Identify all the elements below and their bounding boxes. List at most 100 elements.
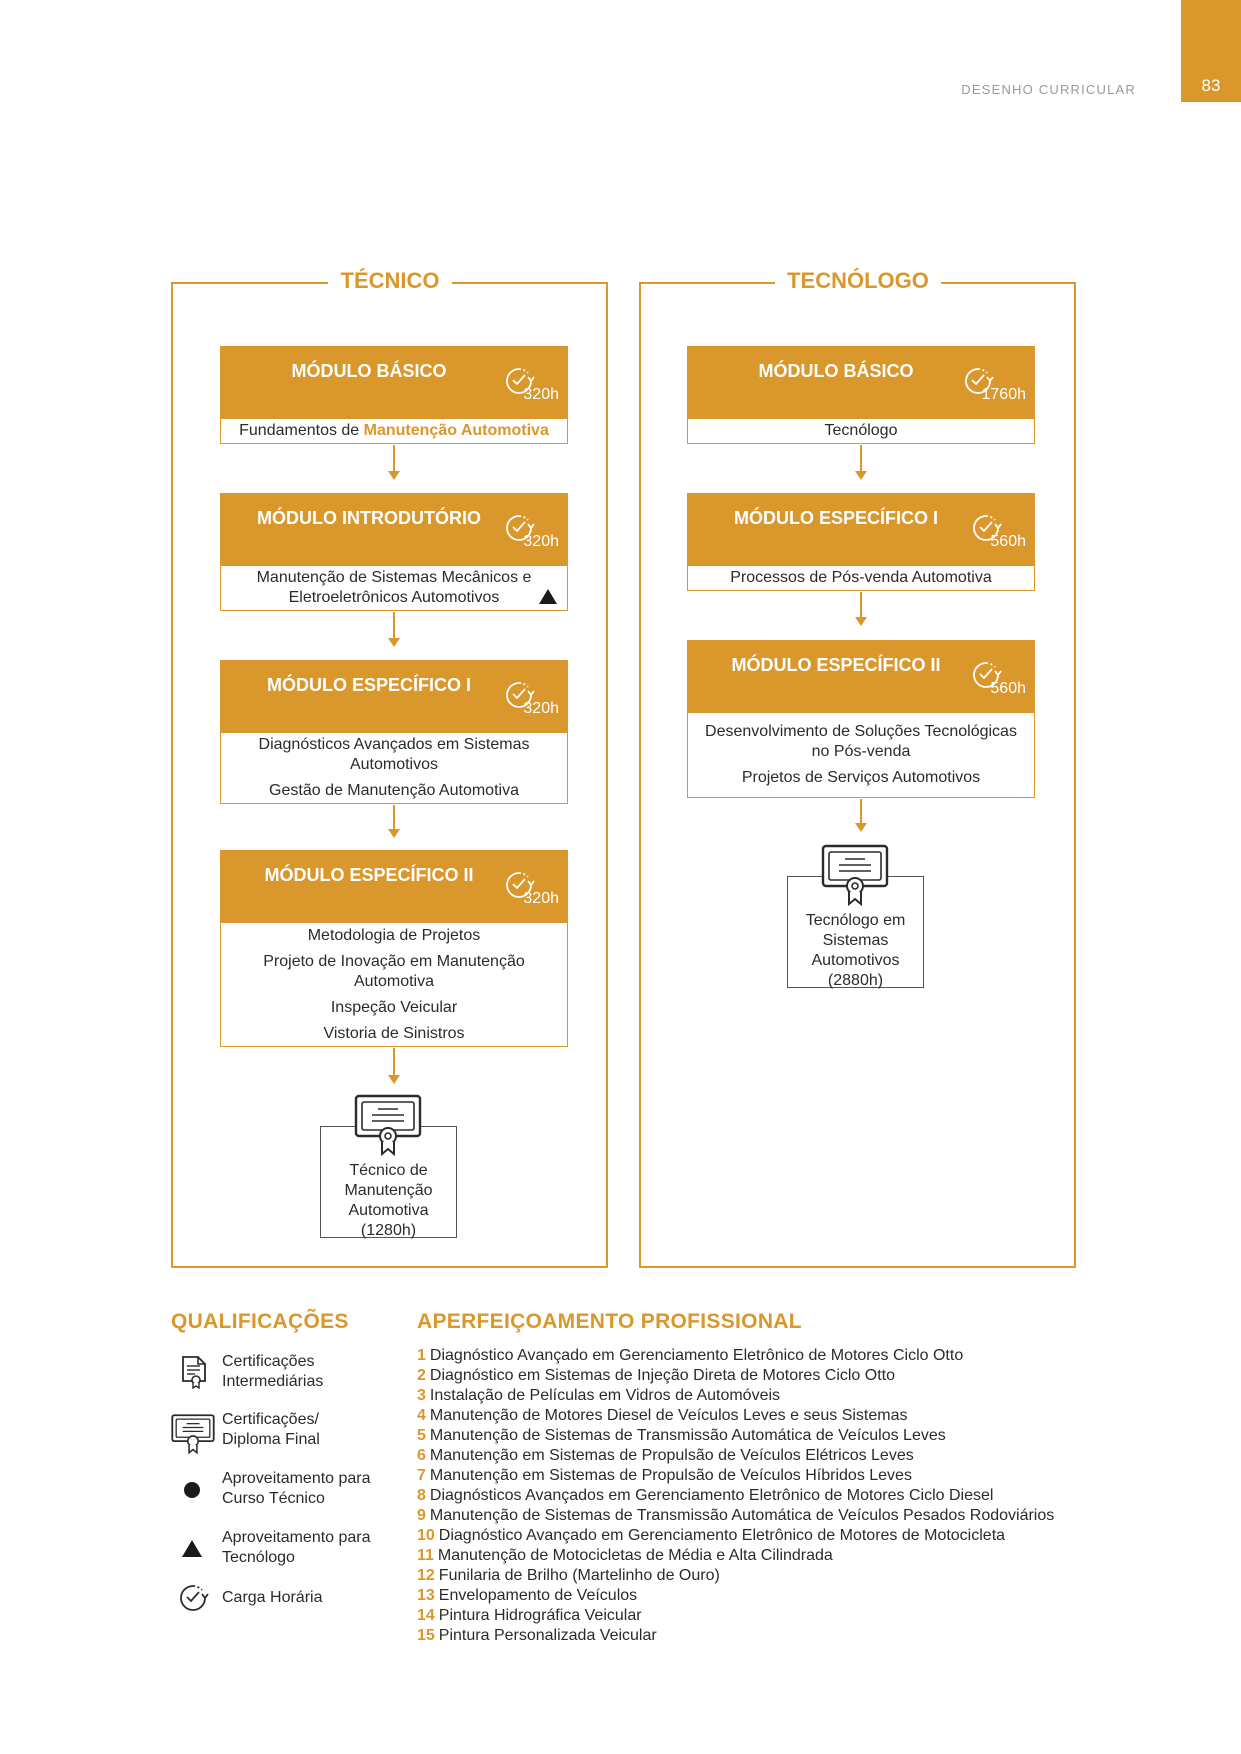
certificate-label: Tecnólogo em Sistemas Automotivos (2880h…: [805, 912, 906, 989]
legend-label: Certificações/ Diploma Final: [222, 1411, 320, 1448]
diploma-icon: [354, 1094, 422, 1156]
circle-icon: [184, 1482, 200, 1498]
module-body: Manutenção de Sistemas Mecânicos e Eletr…: [221, 566, 567, 610]
module-item: Diagnósticos Avançados em Sistemas Autom…: [258, 736, 530, 773]
module-item: Tecnólogo: [824, 422, 898, 439]
module-item: Fundamentos de Manutenção Automotiva: [239, 421, 549, 441]
tecnico-module-especifico-2: MÓDULO ESPECÍFICO II 320h Metodologia de…: [220, 850, 568, 1047]
module-body: Tecnólogo: [688, 419, 1034, 443]
module-hours: 560h: [990, 533, 1026, 550]
triangle-icon: [539, 589, 557, 604]
module-body: Processos de Pós-venda Automotiva: [688, 566, 1034, 590]
module-body: Desenvolvimento de Soluções Tecnológicas…: [688, 713, 1034, 797]
module-header: MÓDULO ESPECÍFICO II 320h: [221, 851, 567, 923]
document-certificate-icon: [182, 1356, 206, 1389]
module-title: MÓDULO INTRODUTÓRIO: [257, 508, 481, 528]
module-item: Projetos de Serviços Automotivos: [741, 769, 981, 786]
module-header: MÓDULO BÁSICO 1760h: [688, 347, 1034, 419]
qualificacoes-title: QUALIFICAÇÕES: [171, 1310, 349, 1333]
module-item: Manutenção de Sistemas Mecânicos e Eletr…: [256, 569, 532, 606]
module-header: MÓDULO ESPECÍFICO II 560h: [688, 641, 1034, 713]
module-header: MÓDULO INTRODUTÓRIO 320h: [221, 494, 567, 566]
module-item: Desenvolvimento de Soluções Tecnológicas…: [705, 723, 1017, 760]
module-body: Metodologia de Projetos Projeto de Inova…: [221, 923, 567, 1046]
module-header: MÓDULO ESPECÍFICO I 560h: [688, 494, 1034, 566]
module-title: MÓDULO BÁSICO: [291, 361, 447, 381]
module-hours: 320h: [523, 890, 559, 907]
flow-arrow-head: [388, 829, 400, 838]
flow-arrow: [860, 592, 862, 618]
flow-arrow: [393, 445, 395, 472]
clock-icon: [506, 368, 535, 394]
module-hours: 320h: [523, 533, 559, 550]
tecnologo-title: TECNÓLOGO: [775, 268, 941, 298]
legend-label: Aproveitamento para Tecnólogo: [222, 1529, 371, 1566]
aperfeicoamento-title: APERFEIÇOAMENTO PROFISSIONAL: [417, 1310, 802, 1333]
clock-icon: [973, 662, 1002, 688]
module-body: Diagnósticos Avançados em Sistemas Autom…: [221, 733, 567, 803]
tecnico-module-basico: MÓDULO BÁSICO 320h Fundamentos de Manute…: [220, 346, 568, 444]
module-item: Vistoria de Sinistros: [323, 1024, 465, 1042]
page-number-tab: [1181, 0, 1241, 102]
module-header: MÓDULO BÁSICO 320h: [221, 347, 567, 419]
flow-arrow: [860, 445, 862, 472]
module-item: Gestão de Manutenção Automotiva: [269, 782, 519, 799]
tecnico-module-especifico-1: MÓDULO ESPECÍFICO I 320h Diagnósticos Av…: [220, 660, 568, 804]
module-hours: 1760h: [981, 386, 1027, 403]
page-number: 83: [1201, 76, 1221, 95]
diploma-icon: [821, 844, 889, 906]
module-item: Projeto de Inovação em Manutenção Automo…: [263, 952, 525, 990]
flow-arrow: [393, 805, 395, 830]
module-body: Fundamentos de Manutenção Automotiva: [221, 419, 567, 443]
module-title: MÓDULO ESPECÍFICO I: [266, 675, 471, 695]
legend-label: Carga Horária: [222, 1589, 323, 1606]
clock-icon: [506, 515, 535, 541]
flow-arrow-head: [855, 617, 867, 626]
clock-icon: [506, 682, 535, 708]
flow-arrow: [393, 612, 395, 639]
module-item: Processos de Pós-venda Automotiva: [730, 569, 992, 586]
module-hours: 560h: [990, 680, 1026, 697]
module-hours: 320h: [523, 700, 559, 717]
module-hours: 320h: [523, 386, 559, 403]
flow-arrow-head: [855, 823, 867, 832]
flow-arrow: [393, 1048, 395, 1076]
module-item: Inspeção Veicular: [330, 998, 458, 1016]
module-item-highlight: Manutenção Automotiva: [363, 422, 549, 439]
module-title: MÓDULO ESPECÍFICO I: [733, 508, 938, 528]
tecnologo-module-especifico-2: MÓDULO ESPECÍFICO II 560h Desenvolviment…: [687, 640, 1035, 798]
flow-arrow-head: [388, 1075, 400, 1084]
clock-icon: [965, 368, 994, 394]
module-title: MÓDULO ESPECÍFICO II: [264, 865, 474, 885]
diploma-icon: [171, 1414, 215, 1455]
flow-arrow: [860, 799, 862, 824]
module-title: MÓDULO BÁSICO: [758, 361, 914, 381]
triangle-icon: [182, 1540, 202, 1557]
legend-label: Certificações Intermediárias: [222, 1353, 324, 1390]
flow-arrow-head: [855, 471, 867, 480]
module-title: MÓDULO ESPECÍFICO II: [731, 655, 941, 675]
clock-icon: [973, 515, 1002, 541]
tecnico-module-introdutorio: MÓDULO INTRODUTÓRIO 320h Manutenção de S…: [220, 493, 568, 611]
certificate-label: Técnico de Manutenção Automotiva (1280h): [344, 1162, 433, 1239]
legend-label: Aproveitamento para Curso Técnico: [222, 1470, 371, 1507]
clock-icon: [180, 1585, 209, 1611]
tecnologo-module-basico: MÓDULO BÁSICO 1760h Tecnólogo: [687, 346, 1035, 444]
tecnico-title: TÉCNICO: [328, 268, 452, 298]
